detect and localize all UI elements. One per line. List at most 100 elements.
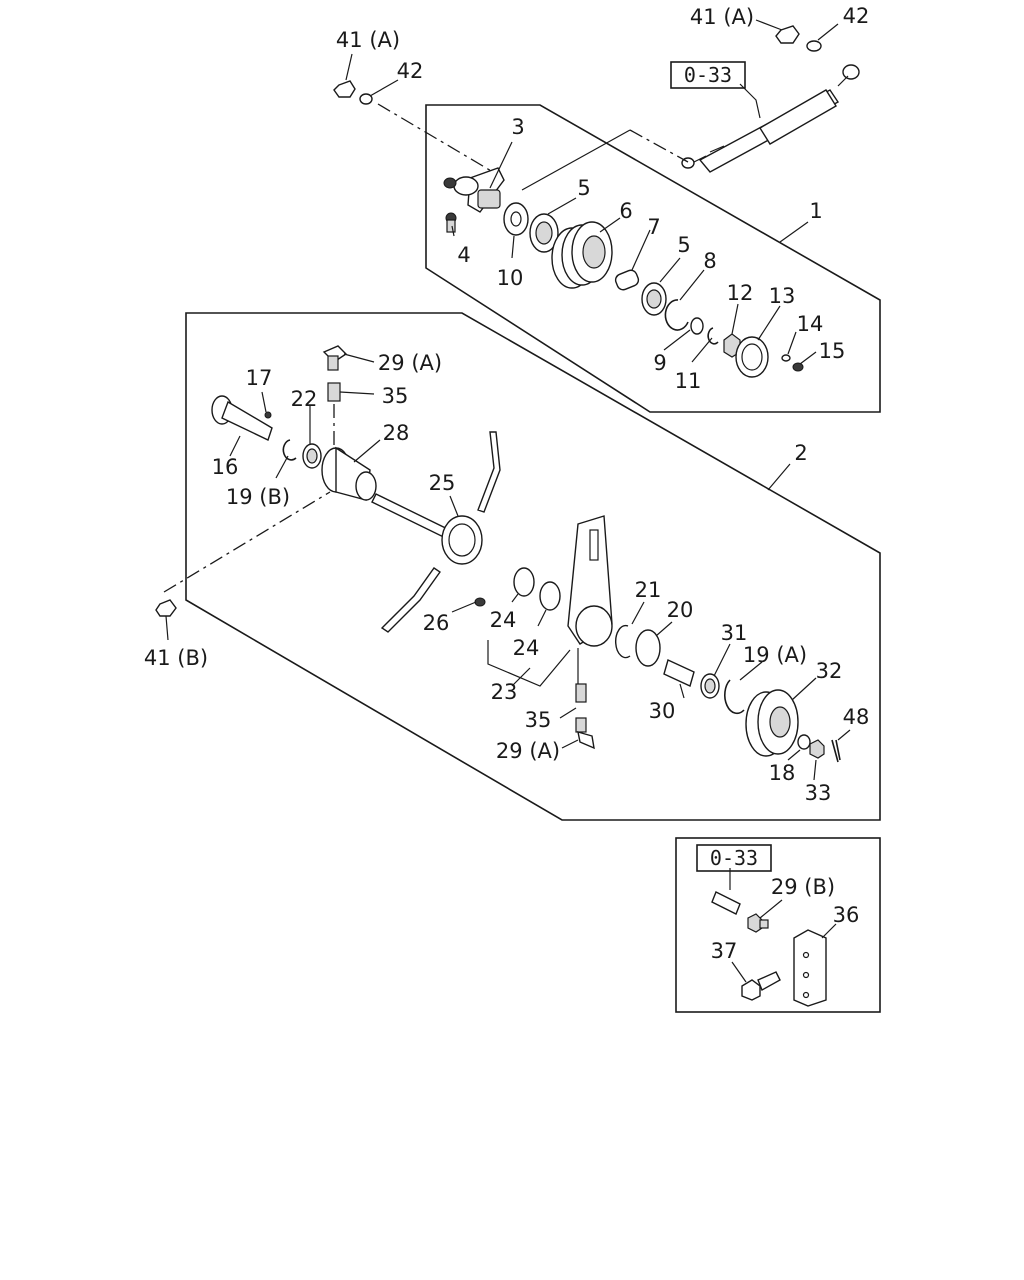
cover-13 xyxy=(735,336,769,378)
housing-28 xyxy=(321,446,377,501)
callout-14: 14 xyxy=(797,312,824,336)
rod-assembly xyxy=(681,64,860,173)
adapter-35-top xyxy=(327,382,341,402)
callout-41B: 41 (B) xyxy=(144,646,208,670)
callout-31: 31 xyxy=(721,621,748,645)
callout-42-top: 42 xyxy=(843,4,870,28)
bearing-22 xyxy=(302,443,322,469)
callout-20: 20 xyxy=(667,598,694,622)
ref-box-inset-label: 0-33 xyxy=(710,846,758,870)
callout-4: 4 xyxy=(457,243,470,267)
arm-23 xyxy=(567,515,613,647)
callout-29A-bot: 29 (A) xyxy=(496,739,560,763)
bolt-37 xyxy=(741,971,781,1001)
leader-lines xyxy=(165,19,851,983)
callout-3: 3 xyxy=(511,115,524,139)
bushing-24a xyxy=(513,567,535,597)
callout-25: 25 xyxy=(429,471,456,495)
callout-1: 1 xyxy=(809,199,822,223)
callout-7: 7 xyxy=(647,215,660,239)
callout-41A-left: 41 (A) xyxy=(336,28,400,52)
nut-41B xyxy=(155,599,177,617)
inset-frame xyxy=(675,837,881,1013)
callout-21: 21 xyxy=(635,578,662,602)
callout-11: 11 xyxy=(675,369,702,393)
nut-33 xyxy=(809,739,825,759)
bolt-26 xyxy=(474,597,486,607)
callout-32: 32 xyxy=(816,659,843,683)
callout-23: 23 xyxy=(491,680,518,704)
bearing-5b xyxy=(641,282,667,316)
callout-42-left: 42 xyxy=(397,59,424,83)
ref-box-inset xyxy=(696,844,772,872)
callout-10: 10 xyxy=(497,266,524,290)
group-1-frame xyxy=(425,104,881,413)
callout-19B: 19 (B) xyxy=(226,485,290,509)
callout-26: 26 xyxy=(423,611,450,635)
pulley-32 xyxy=(745,689,799,757)
shaft-30 xyxy=(663,659,695,687)
group-2-frame xyxy=(185,312,881,821)
callout-29B: 29 (B) xyxy=(771,875,835,899)
snap-ring-19A xyxy=(724,679,745,715)
ref-box-top xyxy=(670,61,746,89)
block-36 xyxy=(793,929,827,1007)
ring-21 xyxy=(614,624,631,659)
callout-30: 30 xyxy=(649,699,676,723)
centerline-41B xyxy=(163,491,331,593)
washer-9 xyxy=(690,317,704,335)
callout-28: 28 xyxy=(383,421,410,445)
callout-6: 6 xyxy=(619,199,632,223)
snap-ring-19B xyxy=(282,439,297,461)
pin-inset xyxy=(711,891,741,915)
fitting-29B xyxy=(747,913,769,933)
ref-box-top-label: 0-33 xyxy=(684,63,732,87)
shaft-16 xyxy=(211,395,273,441)
bolt-4 xyxy=(445,212,457,233)
callout-18: 18 xyxy=(769,761,796,785)
callout-36: 36 xyxy=(833,903,860,927)
callout-16: 16 xyxy=(212,455,239,479)
callout-37: 37 xyxy=(711,939,738,963)
fitting-29A-top xyxy=(322,345,348,371)
callout-9: 9 xyxy=(653,351,666,375)
bracket-3 xyxy=(443,167,505,213)
callout-35-bot: 35 xyxy=(525,708,552,732)
callout-2: 2 xyxy=(794,441,807,465)
bushing-24b xyxy=(539,581,561,611)
callout-labels: 41 (A) 42 41 (A) 42 3 4 5 6 7 5 8 10 1 1… xyxy=(144,4,869,963)
bearing-31 xyxy=(700,673,720,699)
ring-11 xyxy=(707,327,719,345)
centerline-rod xyxy=(629,129,689,163)
cotter-pin-48 xyxy=(831,739,841,763)
ring-20 xyxy=(635,629,661,667)
callout-29A-top: 29 (A) xyxy=(378,351,442,375)
callout-22: 22 xyxy=(291,387,318,411)
washer-10 xyxy=(503,202,529,236)
fitting-35-bot xyxy=(575,683,587,703)
screw-15 xyxy=(792,362,804,372)
callout-5b: 5 xyxy=(677,233,690,257)
washer-18 xyxy=(797,734,811,750)
fitting-29A-bot xyxy=(575,717,595,750)
callout-17: 17 xyxy=(246,366,273,390)
callout-41A-top: 41 (A) xyxy=(690,5,754,29)
nut-41A-top xyxy=(775,25,822,52)
plate-25 xyxy=(441,515,483,565)
callout-12: 12 xyxy=(727,281,754,305)
callout-15: 15 xyxy=(819,339,846,363)
callout-35-top: 35 xyxy=(382,384,409,408)
snap-ring-8 xyxy=(664,299,689,331)
callout-8: 8 xyxy=(703,249,716,273)
spacer-7 xyxy=(614,269,640,291)
callout-5a: 5 xyxy=(577,176,590,200)
pulley-6 xyxy=(551,221,613,289)
washer-14 xyxy=(781,354,791,362)
callout-24b: 24 xyxy=(513,636,540,660)
callout-48: 48 xyxy=(843,705,870,729)
centerline-top xyxy=(377,103,499,176)
nut-41A-left xyxy=(333,80,373,105)
callout-19A: 19 (A) xyxy=(743,643,807,667)
bearing-5a xyxy=(529,213,559,253)
